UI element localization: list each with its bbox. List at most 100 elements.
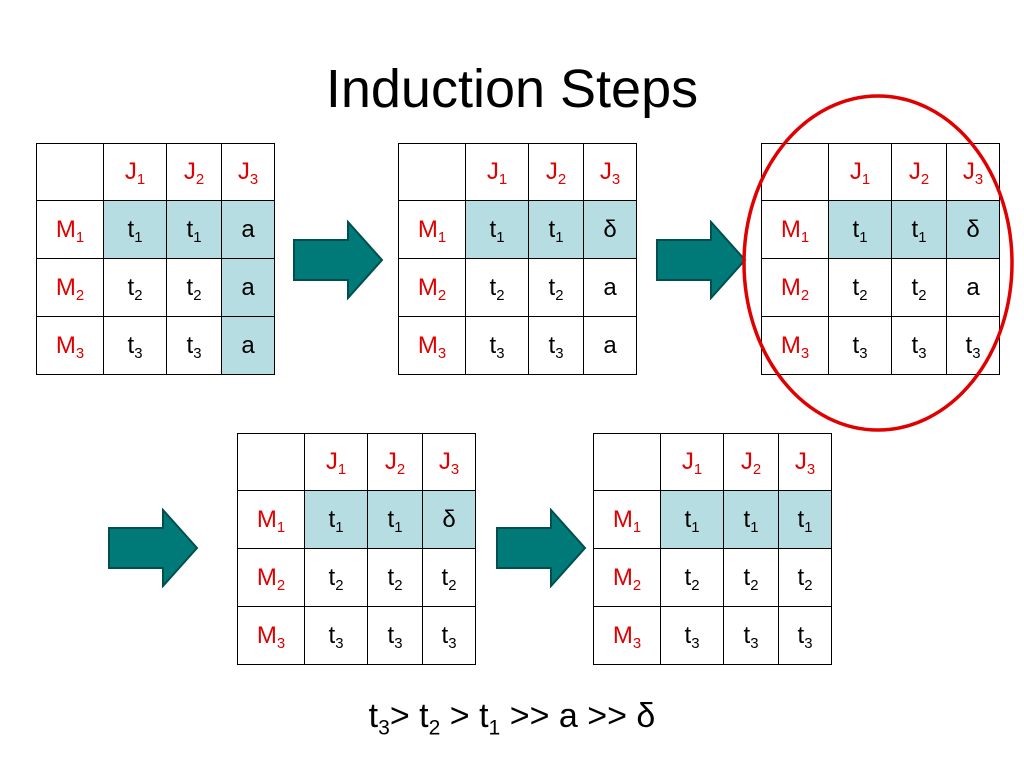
corner-cell	[593, 433, 661, 491]
table-cell: a	[946, 258, 1000, 317]
column-header: J2	[891, 143, 947, 201]
table-cell: t2	[723, 548, 779, 607]
table-cell: t3	[891, 316, 947, 375]
table-cell: t2	[828, 258, 892, 317]
table-cell: a	[221, 258, 275, 317]
table-cell: t1	[660, 490, 724, 549]
table-cell: t2	[465, 258, 529, 317]
table-cell: t2	[528, 258, 584, 317]
column-header: J3	[422, 433, 476, 491]
table-cell: t3	[946, 316, 1000, 375]
column-header: J2	[166, 143, 222, 201]
table-cell: a	[583, 258, 637, 317]
table-cell: a	[221, 316, 275, 375]
row-header: M3	[237, 606, 305, 665]
slide-title: Induction Steps	[325, 59, 699, 119]
table-cell: t3	[778, 606, 832, 665]
column-header: J3	[946, 143, 1000, 201]
corner-cell	[237, 433, 305, 491]
row-header: M1	[593, 490, 661, 549]
table-cell: t2	[166, 258, 222, 317]
column-header: J1	[304, 433, 368, 491]
table-cell: t3	[304, 606, 368, 665]
column-header: J3	[221, 143, 275, 201]
row-header: M2	[36, 258, 104, 317]
table-cell: t3	[528, 316, 584, 375]
table-cell: t2	[422, 548, 476, 607]
column-header: J1	[828, 143, 892, 201]
table-cell: t1	[465, 200, 529, 259]
column-header: J1	[103, 143, 167, 201]
formula-text: t3> t2 > t1 >> a >> δ	[368, 697, 656, 740]
table-cell: t1	[103, 200, 167, 259]
right-arrow-icon	[293, 220, 384, 300]
row-header: M2	[761, 258, 829, 317]
row-header: M1	[237, 490, 305, 549]
table-cell: t3	[465, 316, 529, 375]
ordering-formula: t3> t2 > t1 >> a >> δ	[0, 697, 1024, 740]
table-cell: t1	[304, 490, 368, 549]
table-cell: t2	[891, 258, 947, 317]
column-header: J2	[723, 433, 779, 491]
table-cell: t2	[660, 548, 724, 607]
corner-cell	[761, 143, 829, 201]
row-header: M1	[36, 200, 104, 259]
table-cell: t3	[660, 606, 724, 665]
column-header: J2	[528, 143, 584, 201]
table-cell: t3	[422, 606, 476, 665]
table-cell: t1	[166, 200, 222, 259]
table-cell: δ	[583, 200, 637, 259]
table-cell: t1	[778, 490, 832, 549]
row-header: M2	[398, 258, 466, 317]
row-header: M2	[593, 548, 661, 607]
right-arrow-icon	[496, 508, 587, 588]
table-cell: t2	[103, 258, 167, 317]
table-cell: t3	[103, 316, 167, 375]
row-header: M2	[237, 548, 305, 607]
row-header: M3	[593, 606, 661, 665]
table-cell: t2	[304, 548, 368, 607]
column-header: J2	[367, 433, 423, 491]
table-cell: δ	[422, 490, 476, 549]
table-cell: t1	[828, 200, 892, 259]
column-header: J3	[583, 143, 637, 201]
right-arrow-icon	[108, 508, 199, 588]
row-header: M3	[761, 316, 829, 375]
table-cell: t3	[367, 606, 423, 665]
column-header: J1	[465, 143, 529, 201]
column-header: J3	[778, 433, 832, 491]
right-arrow-icon	[656, 220, 747, 300]
table-cell: t1	[367, 490, 423, 549]
row-header: M3	[398, 316, 466, 375]
table-cell: t1	[528, 200, 584, 259]
row-header: M1	[761, 200, 829, 259]
row-header: M1	[398, 200, 466, 259]
table-cell: t3	[828, 316, 892, 375]
table-cell: a	[221, 200, 275, 259]
corner-cell	[36, 143, 104, 201]
table-cell: t2	[778, 548, 832, 607]
table-cell: t3	[723, 606, 779, 665]
table-cell: t1	[891, 200, 947, 259]
corner-cell	[398, 143, 466, 201]
row-header: M3	[36, 316, 104, 375]
table-cell: t1	[723, 490, 779, 549]
